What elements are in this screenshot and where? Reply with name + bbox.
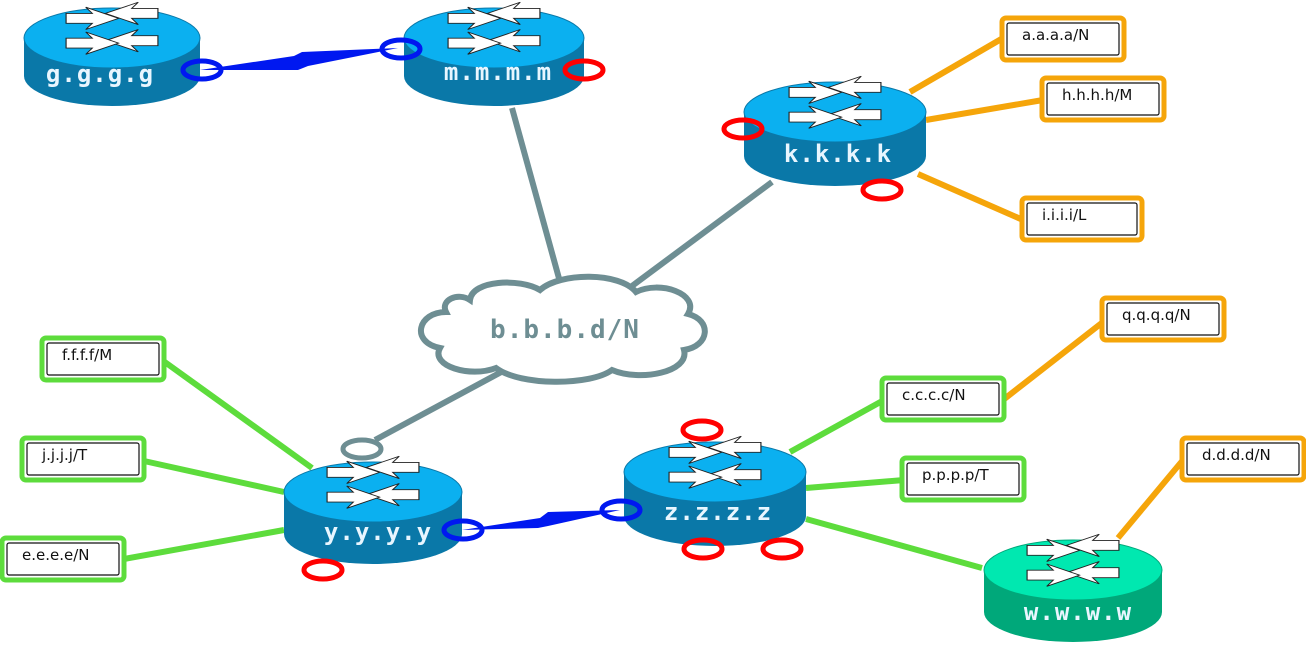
router-g[interactable]: g.g.g.g bbox=[23, 1, 201, 106]
router-m[interactable]: m.m.m.m bbox=[403, 1, 585, 106]
router-label: w.w.w.w bbox=[1024, 598, 1132, 626]
serial-link-y-z bbox=[462, 510, 620, 530]
router-arrows-icon bbox=[447, 1, 541, 55]
interface-red[interactable] bbox=[760, 537, 804, 561]
router-arrows-icon bbox=[65, 1, 159, 55]
interfaces bbox=[180, 37, 904, 582]
link-z-p bbox=[805, 477, 905, 491]
interface-red[interactable] bbox=[562, 58, 606, 82]
link-y-cloud bbox=[373, 367, 507, 443]
interface-red[interactable] bbox=[860, 178, 904, 202]
router-k[interactable]: k.k.k.k bbox=[743, 75, 927, 186]
subnet-box-p[interactable]: p.p.p.p/T bbox=[899, 455, 1027, 503]
subnet-box-e[interactable]: e.e.e.e/N bbox=[0, 535, 127, 583]
subnet-box-h[interactable]: h.h.h.h/M bbox=[1039, 75, 1167, 123]
subnet-label: j.j.j.j/T bbox=[41, 446, 88, 464]
interface-blue[interactable] bbox=[441, 518, 485, 542]
router-arrows-icon bbox=[326, 455, 420, 509]
subnet-label: q.q.q.q/N bbox=[1122, 306, 1191, 324]
subnet-label: i.i.i.i/L bbox=[1042, 206, 1087, 224]
router-arrows-icon bbox=[668, 435, 762, 489]
subnet-label: f.f.f.f/M bbox=[62, 346, 112, 364]
link-z-c bbox=[788, 397, 886, 455]
router-y[interactable]: y.y.y.y bbox=[283, 455, 463, 564]
router-label: g.g.g.g bbox=[46, 60, 154, 88]
subnet-box-a[interactable]: a.a.a.a/N bbox=[999, 15, 1127, 63]
interface-blue[interactable] bbox=[379, 37, 423, 61]
link-y-e bbox=[123, 527, 285, 562]
router-label: m.m.m.m bbox=[444, 58, 552, 86]
link-k-h bbox=[925, 97, 1044, 123]
router-label: k.k.k.k bbox=[784, 140, 892, 168]
subnet-label: h.h.h.h/M bbox=[1062, 86, 1132, 104]
link-w-d bbox=[1115, 458, 1186, 540]
subnet-label: a.a.a.a/N bbox=[1022, 26, 1089, 44]
interface-red[interactable] bbox=[680, 418, 724, 442]
router-arrows-icon bbox=[1026, 533, 1120, 587]
subnet-box-q[interactable]: q.q.q.q/N bbox=[1099, 295, 1227, 343]
interface-red[interactable] bbox=[681, 537, 725, 561]
link-k-a bbox=[908, 35, 1005, 95]
router-w[interactable]: w.w.w.w bbox=[983, 533, 1163, 642]
router-z[interactable]: z.z.z.z bbox=[623, 435, 807, 546]
link-m-cloud bbox=[509, 107, 563, 283]
subnet-box-f[interactable]: f.f.f.f/M bbox=[39, 335, 167, 383]
subnet-label: d.d.d.d/N bbox=[1202, 446, 1271, 464]
subnet-boxes: a.a.a.a/N h.h.h.h/M i.i.i.i/L q.q.q.q/N … bbox=[0, 15, 1306, 583]
links bbox=[123, 35, 1186, 571]
cloud-shape bbox=[418, 273, 708, 385]
subnet-box-c[interactable]: c.c.c.c/N bbox=[879, 375, 1007, 423]
interface-blue[interactable] bbox=[180, 58, 224, 82]
subnet-label: e.e.e.e/N bbox=[22, 546, 90, 564]
link-k-cloud bbox=[630, 179, 774, 289]
subnet-label: c.c.c.c/N bbox=[902, 386, 966, 404]
link-y-j bbox=[143, 458, 285, 495]
router-label: z.z.z.z bbox=[664, 498, 772, 526]
link-z-w bbox=[805, 516, 983, 571]
subnet-box-i[interactable]: i.i.i.i/L bbox=[1019, 195, 1145, 243]
interface-red[interactable] bbox=[721, 117, 765, 141]
router-label: y.y.y.y bbox=[324, 518, 432, 546]
interface-gray[interactable] bbox=[340, 437, 384, 461]
cloud-label: b.b.b.d/N bbox=[490, 315, 640, 345]
subnet-label: p.p.p.p/T bbox=[922, 466, 989, 484]
cloud-b: b.b.b.d/N bbox=[418, 273, 708, 385]
link-k-i bbox=[916, 171, 1025, 223]
interface-red[interactable] bbox=[301, 558, 345, 582]
subnet-box-d[interactable]: d.d.d.d/N bbox=[1179, 435, 1306, 483]
serial-link-g-m bbox=[200, 48, 398, 70]
link-c-q bbox=[1001, 319, 1105, 403]
subnet-box-j[interactable]: j.j.j.j/T bbox=[19, 435, 147, 483]
interface-blue[interactable] bbox=[599, 498, 643, 522]
link-y-f bbox=[160, 357, 314, 471]
router-arrows-icon bbox=[788, 75, 882, 129]
